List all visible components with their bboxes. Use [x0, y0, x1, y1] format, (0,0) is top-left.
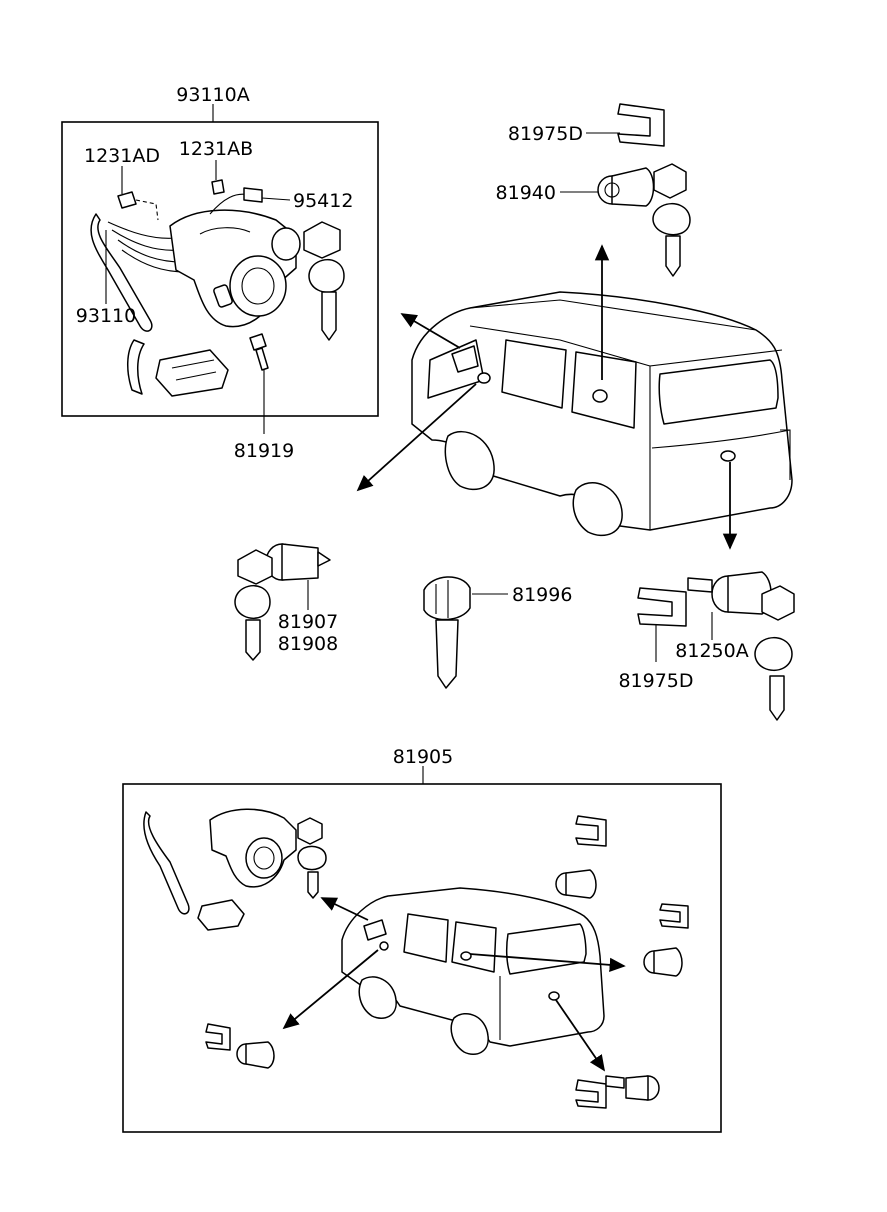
- blank-key-group: 81996: [423, 576, 572, 689]
- kit-key-head-1: [297, 817, 323, 845]
- screw-1231AD: [117, 191, 137, 209]
- label-81250A: 81250A: [675, 640, 748, 662]
- label-81940: 81940: [496, 182, 556, 204]
- kit-lock-left: [245, 1041, 275, 1069]
- side-door-lock-group: 81975D 81940: [496, 103, 691, 277]
- key-head-4: [761, 585, 795, 621]
- van-main: [411, 291, 793, 537]
- label-81975D-rear: 81975D: [618, 670, 693, 692]
- key-head-1: [303, 221, 341, 259]
- key-head-2: [653, 163, 687, 199]
- door-lock-body: [281, 543, 319, 581]
- label-81996: 81996: [512, 584, 572, 606]
- kit-arrow-rear-lock: [555, 999, 606, 1072]
- key-blade-2: [665, 235, 681, 277]
- key-head-3: [237, 549, 273, 585]
- label-1231AD: 1231AD: [84, 145, 160, 167]
- ignition-cylinder-face: [229, 255, 287, 317]
- front-wheel: [444, 430, 495, 491]
- kit-connector: [197, 899, 245, 931]
- connector-95412: [243, 187, 263, 203]
- blank-key-blade: [435, 619, 459, 689]
- van-rear-lock: [720, 450, 736, 462]
- blank-key-head: [423, 576, 471, 621]
- side-window-2: [571, 351, 637, 429]
- label-81907: 81907: [278, 611, 338, 633]
- clip-81975D-top: [617, 103, 665, 147]
- lock-kit-group: 81905: [122, 746, 722, 1133]
- key-grip-1: [308, 258, 345, 294]
- label-95412: 95412: [293, 190, 353, 212]
- ignition-assembly-group: 93110A 95412 1231AB 1231AD: [61, 84, 379, 462]
- label-1231AB: 1231AB: [179, 138, 253, 160]
- key-grip-2: [652, 202, 691, 236]
- kit-rear-wheel: [450, 1013, 489, 1056]
- label-81905: 81905: [393, 746, 453, 768]
- kit-lock-rear: [625, 1075, 649, 1101]
- rear-lock-group: 81975D 81250A: [618, 571, 795, 721]
- key-grip-3: [234, 584, 271, 620]
- key-grip-4: [754, 636, 793, 672]
- kit-lock-top: [565, 869, 597, 899]
- label-93110: 93110: [76, 305, 136, 327]
- rear-wheel: [572, 482, 623, 537]
- screw-1231AB: [211, 179, 225, 195]
- rear-window: [658, 359, 779, 425]
- side-window-1: [501, 339, 567, 409]
- key-blade-3: [245, 619, 261, 661]
- kit-lock-right: [653, 947, 683, 977]
- bolt-81919-shank: [255, 347, 269, 371]
- arrow-to-door-lock: [356, 383, 477, 492]
- kit-arrow-door-lock: [282, 949, 379, 1030]
- kit-harness: [143, 811, 190, 915]
- kit-clip-top: [575, 815, 607, 847]
- key-blade-4: [769, 675, 785, 721]
- bolt-81919-head: [249, 333, 267, 351]
- label-93110A: 93110A: [176, 84, 249, 106]
- arrow-to-ignition: [400, 313, 461, 349]
- ignition-assembly-frame: [61, 121, 379, 417]
- kit-clip-right: [659, 903, 689, 929]
- label-81908: 81908: [278, 633, 338, 655]
- kit-arrow-side-lock: [469, 953, 626, 973]
- lock-kit-frame: [122, 783, 722, 1133]
- kit-front-wheel: [358, 976, 397, 1020]
- label-81919: 81919: [234, 440, 294, 462]
- harness-lower: [127, 339, 145, 395]
- harness-connector: [155, 349, 229, 397]
- kit-clip-left: [205, 1023, 231, 1051]
- kit-clip-rear: [575, 1079, 607, 1109]
- van-door-lock: [451, 345, 479, 373]
- clip-81975D-rear: [637, 587, 687, 627]
- door-lock-key-set-group: 81907 81908: [234, 543, 338, 661]
- wire-harness: [90, 213, 153, 332]
- label-81975D-top: 81975D: [508, 123, 583, 145]
- van-side-lock: [592, 389, 608, 403]
- kit-arrow-ignition: [320, 897, 369, 921]
- key-blade-1: [321, 291, 337, 341]
